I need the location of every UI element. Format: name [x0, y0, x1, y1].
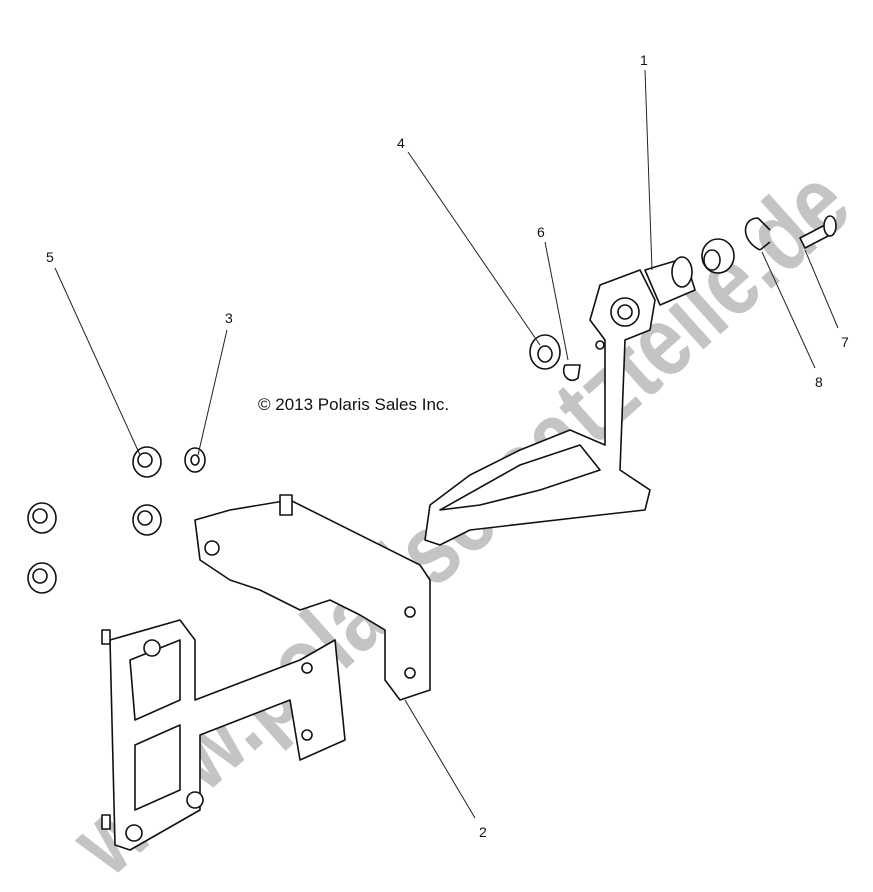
leader-8	[761, 251, 816, 369]
part-e-clip	[744, 217, 771, 251]
leader-5	[54, 267, 141, 456]
callout-7: 7	[841, 334, 849, 350]
part-bushing-right	[701, 238, 735, 274]
leader-6	[544, 241, 569, 361]
callout-8: 8	[815, 374, 823, 390]
leader-2	[404, 699, 476, 819]
leader-7	[804, 249, 839, 329]
part-washer-4	[529, 334, 561, 370]
callout-6: 6	[537, 224, 545, 240]
callout-5: 5	[46, 249, 54, 265]
leader-3	[197, 329, 228, 456]
callout-1: 1	[640, 52, 648, 68]
part-grommets-5	[27, 446, 162, 594]
callout-3: 3	[225, 310, 233, 326]
leader-4	[407, 151, 541, 346]
part-clip-6	[562, 364, 581, 382]
copyright-notice: © 2013 Polaris Sales Inc.	[258, 395, 450, 414]
callout-2: 2	[479, 824, 487, 840]
part-washer-3	[184, 447, 206, 473]
callout-4: 4	[397, 135, 405, 151]
leader-1	[644, 69, 653, 271]
part-mounting-bracket	[101, 494, 431, 851]
part-brake-pedal	[424, 256, 696, 546]
part-pin	[799, 215, 837, 249]
